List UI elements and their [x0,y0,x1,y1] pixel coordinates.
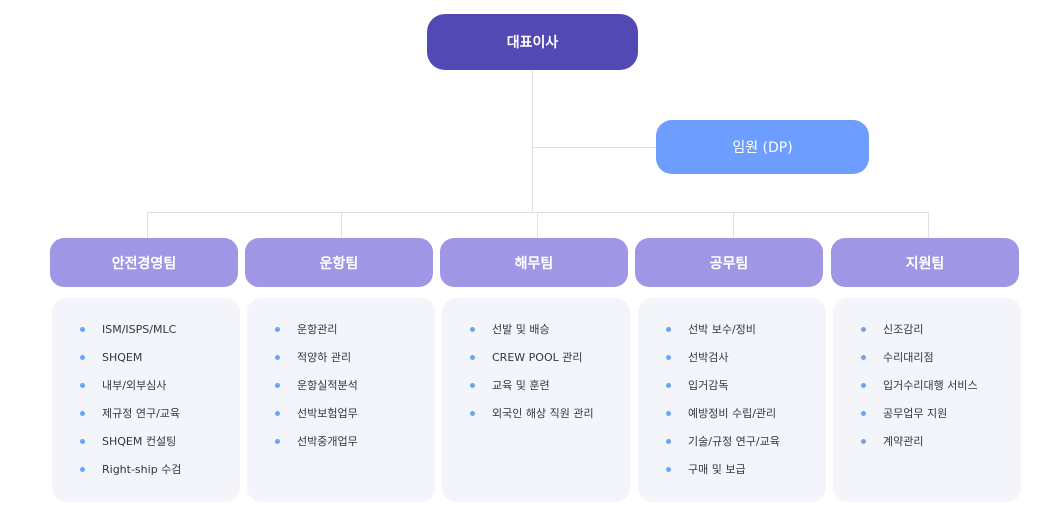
duty-item: 공무업무 지원 [861,404,1021,432]
team-card-safety-management: ISM/ISPS/MLC SHQEM 내부/외부심사 제규정 연구/교육 SHQ… [52,298,240,502]
duty-item: 선박 보수/정비 [666,320,826,348]
duty-list: 신조감리 수리대리점 입거수리대행 서비스 공무업무 지원 계약관리 [861,320,1021,460]
connector-team-3 [537,212,538,238]
ceo-label: 대표이사 [506,35,559,51]
team-name: 안전경영팀 [111,255,177,272]
duty-list: 선박 보수/정비 선박검사 입거감독 예방정비 수립/관리 기술/규정 연구/교… [666,320,826,488]
team-name: 해무팀 [514,255,554,272]
team-header-safety-management: 안전경영팀 [50,238,238,287]
duty-item: 외국인 해상 직원 관리 [470,404,630,432]
duty-item: 입거감독 [666,376,826,404]
duty-item: SHQEM [80,348,240,376]
duty-list: 운항관리 적양하 관리 운항실적분석 선박보험업무 선박중개업무 [275,320,435,460]
connector-team-2 [341,212,342,238]
duty-item: ISM/ISPS/MLC [80,320,240,348]
connector-team-bar [147,212,929,213]
duty-item: 신조감리 [861,320,1021,348]
duty-item: 선박검사 [666,348,826,376]
duty-item: 선발 및 배승 [470,320,630,348]
duty-item: 구매 및 보급 [666,460,826,488]
duty-item: 계약관리 [861,432,1021,460]
connector-team-1 [147,212,148,238]
duty-item: 운항실적분석 [275,376,435,404]
connector-ceo-down [532,70,533,213]
duty-item: 입거수리대행 서비스 [861,376,1021,404]
ceo-node: 대표이사 [427,14,638,70]
team-header-technical: 공무팀 [635,238,823,287]
duty-item: 적양하 관리 [275,348,435,376]
connector-executive [532,147,656,148]
team-card-marine-affairs: 선발 및 배승 CREW POOL 관리 교육 및 훈련 외국인 해상 직원 관… [442,298,630,502]
duty-item: 내부/외부심사 [80,376,240,404]
team-card-operations: 운항관리 적양하 관리 운항실적분석 선박보험업무 선박중개업무 [247,298,435,502]
team-header-support: 지원팀 [831,238,1019,287]
team-card-support: 신조감리 수리대리점 입거수리대행 서비스 공무업무 지원 계약관리 [833,298,1021,502]
duty-item: 기술/규정 연구/교육 [666,432,826,460]
team-header-operations: 운항팀 [245,238,433,287]
team-name: 공무팀 [709,255,749,272]
team-name: 지원팀 [905,255,945,272]
executive-node: 임원 (DP) [656,120,869,174]
team-card-technical: 선박 보수/정비 선박검사 입거감독 예방정비 수립/관리 기술/규정 연구/교… [638,298,826,502]
duty-item: 제규정 연구/교육 [80,404,240,432]
duty-item: 운항관리 [275,320,435,348]
team-header-marine-affairs: 해무팀 [440,238,628,287]
duty-item: 선박보험업무 [275,404,435,432]
connector-team-5 [928,212,929,238]
duty-list: 선발 및 배승 CREW POOL 관리 교육 및 훈련 외국인 해상 직원 관… [470,320,630,432]
duty-item: 예방정비 수립/관리 [666,404,826,432]
duty-item: CREW POOL 관리 [470,348,630,376]
duty-item: SHQEM 컨설팅 [80,432,240,460]
duty-item: 수리대리점 [861,348,1021,376]
connector-team-4 [733,212,734,238]
duty-item: Right-ship 수검 [80,460,240,488]
duty-list: ISM/ISPS/MLC SHQEM 내부/외부심사 제규정 연구/교육 SHQ… [80,320,240,488]
duty-item: 선박중개업무 [275,432,435,460]
team-name: 운항팀 [319,255,359,272]
duty-item: 교육 및 훈련 [470,376,630,404]
executive-label: 임원 (DP) [732,140,793,156]
